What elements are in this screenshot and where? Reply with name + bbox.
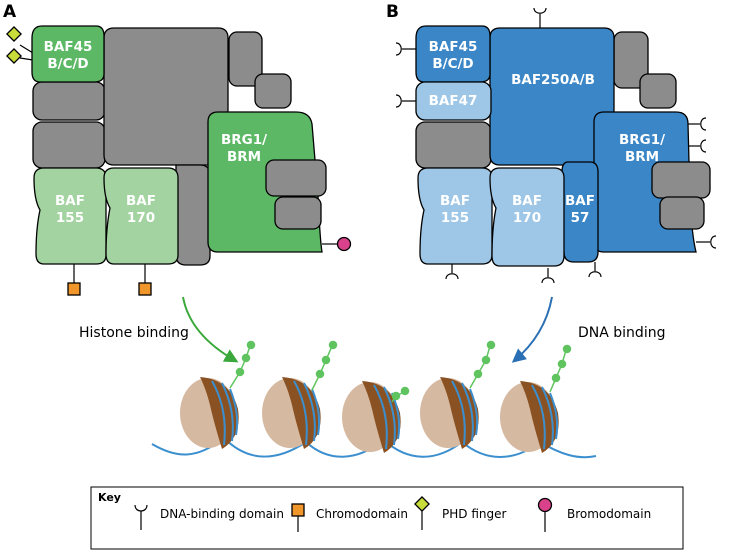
chromodomain-icon <box>291 503 305 532</box>
baf170-subunit-b <box>489 167 565 267</box>
baf45-b-label: BAF45 <box>429 39 478 55</box>
bromodomain-icon <box>322 236 352 252</box>
dna-binding-domain-icon <box>134 504 148 530</box>
histone-binding-arrow <box>182 296 239 363</box>
key-title: Key <box>98 491 121 504</box>
baf155-b-label-2: 155 <box>441 210 469 226</box>
chromatin-array <box>151 340 597 459</box>
key-box: Key DNA-binding domain Chromodomain PHD … <box>90 486 684 550</box>
baf57-label-2: 57 <box>571 210 590 226</box>
baf170-label: BAF <box>126 193 156 209</box>
brg1-b-label: BRG1/ <box>619 132 665 148</box>
baf45-b-label-2: B/C/D <box>432 56 473 72</box>
nucleosome <box>261 376 322 450</box>
baf170-b-label-2: 170 <box>513 210 541 226</box>
panel-a-complex: BAF45 B/C/D BAF 155 BAF 170 BRG1/ BRM <box>6 25 352 296</box>
panel-b-complex: BAF45 B/C/D BAF47 BAF250A/B BRG1/ BRM BA… <box>395 7 717 284</box>
baf250-label: BAF250A/B <box>511 72 595 88</box>
baf170-label-2: 170 <box>127 210 155 226</box>
bromodomain-icon <box>537 497 553 532</box>
baf170-subunit <box>103 167 179 265</box>
brg1-label: BRG1/ <box>221 132 267 148</box>
brg1-label-2: BRM <box>227 149 261 165</box>
baf155-label: BAF <box>55 193 85 209</box>
baf170-b-label: BAF <box>512 193 542 209</box>
baf45-label: BAF45 <box>44 39 93 55</box>
panel-a-letter: A <box>3 2 17 22</box>
phd-finger-icon <box>414 496 430 530</box>
panel-b-letter: B <box>386 2 399 22</box>
baf155-b-label: BAF <box>440 193 470 209</box>
brg1-b-label-2: BRM <box>625 149 659 165</box>
baf47-subunit <box>415 81 492 121</box>
chromodomain-icon <box>67 264 152 296</box>
histone-tail <box>229 340 572 403</box>
baf47-label: BAF47 <box>429 93 478 109</box>
key-label-bromodomain: Bromodomain <box>567 507 651 521</box>
key-label-phd-finger: PHD finger <box>442 507 506 521</box>
key-label-chromodomain: Chromodomain <box>316 507 408 521</box>
histone-binding-caption: Histone binding <box>79 325 189 341</box>
key-label-dna-binding: DNA-binding domain <box>160 507 284 521</box>
phd-finger-icon <box>6 26 34 64</box>
baf57-label: BAF <box>565 193 595 209</box>
baf45-subunit <box>31 25 105 83</box>
nucleosome <box>341 380 402 454</box>
dna-binding-arrow <box>511 296 553 363</box>
baf45-label-2: B/C/D <box>47 56 88 72</box>
dna-binding-caption: DNA binding <box>578 325 665 341</box>
baf155-label-2: 155 <box>56 210 84 226</box>
